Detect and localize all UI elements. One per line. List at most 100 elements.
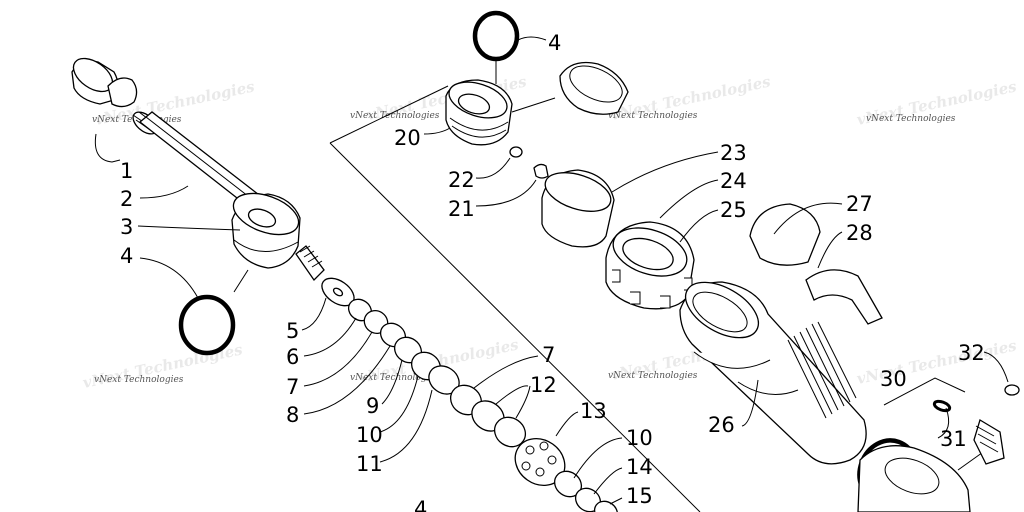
piston-port — [539, 441, 549, 451]
washer-hole — [332, 287, 344, 297]
body-tube-band — [737, 381, 799, 395]
callout-21: 21 — [448, 197, 475, 221]
piston-port — [535, 467, 545, 477]
leader-31 — [937, 407, 950, 439]
leader-12 — [495, 385, 529, 405]
callout-9: 9 — [366, 394, 379, 418]
leader-10 — [379, 375, 419, 433]
leader-21 — [475, 179, 537, 207]
callout-32: 32 — [958, 341, 985, 365]
leader-26 — [741, 379, 759, 427]
leader-10b — [573, 437, 623, 479]
callout-10b: 10 — [626, 426, 653, 450]
leader-14 — [593, 467, 623, 495]
small-seal-part — [509, 146, 523, 158]
shaft-eye-collar — [107, 77, 138, 108]
callout-12: 12 — [530, 373, 557, 397]
callout-28: 28 — [846, 221, 873, 245]
leader-4 — [139, 257, 199, 299]
valve-washer-stack — [321, 277, 619, 512]
callout-11: 11 — [356, 452, 383, 476]
small-o-ring — [932, 399, 952, 413]
body-tube-bore — [692, 291, 748, 333]
callout-26: 26 — [708, 413, 735, 437]
callout-24: 24 — [720, 169, 747, 193]
fitting-threads — [975, 425, 999, 453]
callout-5: 5 — [286, 319, 299, 343]
callout-31: 31 — [940, 427, 967, 451]
leader-5 — [301, 297, 327, 331]
frame-line — [511, 97, 556, 113]
leader-11 — [379, 389, 433, 463]
callout-labels: 1 2 3 4 5 6 7 8 9 10 11 7 12 13 10 14 15… — [120, 31, 985, 512]
callout-1: 1 — [120, 159, 133, 183]
callout-20: 20 — [394, 126, 421, 150]
o-ring-left — [178, 294, 236, 356]
bushing-rim — [544, 172, 612, 212]
watermark: vNext Technologies — [350, 111, 440, 121]
callout-10: 10 — [356, 423, 383, 447]
bumper-cap-part — [749, 203, 821, 266]
threaded-stud-part — [295, 245, 325, 282]
o-ring-top — [472, 10, 520, 62]
callout-22: 22 — [448, 168, 475, 192]
valve-screw-part — [533, 163, 549, 179]
watermark: vNext Technologies — [608, 111, 698, 121]
leader-7b — [473, 355, 539, 389]
group-frame — [329, 85, 1001, 512]
callout-4-bottom: 4 — [414, 497, 427, 512]
watermark: vNext Technologies — [866, 114, 956, 124]
frame-line — [329, 142, 701, 512]
body-tube-band — [693, 351, 771, 369]
callout-7: 7 — [286, 375, 299, 399]
callout-4: 4 — [120, 244, 133, 268]
leader-25 — [679, 209, 719, 243]
watermark: vNext Technologies — [608, 371, 698, 381]
callout-15: 15 — [626, 484, 653, 508]
clip-guard-part — [805, 269, 883, 325]
leader-15 — [609, 497, 623, 505]
leader-20 — [423, 127, 451, 135]
fitting-part — [973, 419, 1005, 465]
bottom-mount-bore — [884, 457, 940, 495]
leader-13 — [555, 411, 579, 437]
leader-23 — [611, 151, 719, 193]
callout-14: 14 — [626, 455, 653, 479]
washer-part — [593, 500, 619, 512]
leader-32 — [983, 351, 1009, 383]
body-tube-threads — [787, 321, 857, 419]
callout-23: 23 — [720, 141, 747, 165]
leader-3 — [137, 225, 241, 231]
callout-4-top: 4 — [548, 31, 561, 55]
leader-4b — [233, 269, 249, 293]
leader-2 — [139, 185, 189, 199]
leader-27 — [773, 202, 843, 235]
frame-line — [329, 85, 449, 144]
watermark: vNext Technologies — [350, 373, 440, 383]
seal-head-bore — [457, 93, 491, 115]
leader-lines — [94, 36, 1009, 505]
watermark: vNext Technologies — [94, 375, 184, 385]
body-cap-band — [233, 239, 299, 252]
leader-12b — [515, 385, 531, 419]
leader-28 — [817, 231, 843, 269]
body-tube-assembly — [679, 203, 1020, 512]
shaft-assembly — [71, 57, 325, 282]
callout-6: 6 — [286, 345, 299, 369]
callout-2: 2 — [120, 187, 133, 211]
leader-6 — [303, 317, 357, 357]
callout-3: 3 — [120, 215, 133, 239]
piston-port — [521, 461, 531, 471]
body-cap-bore — [247, 208, 277, 228]
leader-1 — [94, 133, 121, 163]
leader-9 — [381, 359, 403, 405]
grease-nipple-part — [1004, 384, 1020, 396]
seal-head-grooves — [449, 117, 509, 138]
callout-25: 25 — [720, 198, 747, 222]
leader-24 — [659, 179, 719, 219]
leader-7 — [303, 331, 373, 387]
piston-port — [525, 445, 535, 455]
callout-8: 8 — [286, 403, 299, 427]
